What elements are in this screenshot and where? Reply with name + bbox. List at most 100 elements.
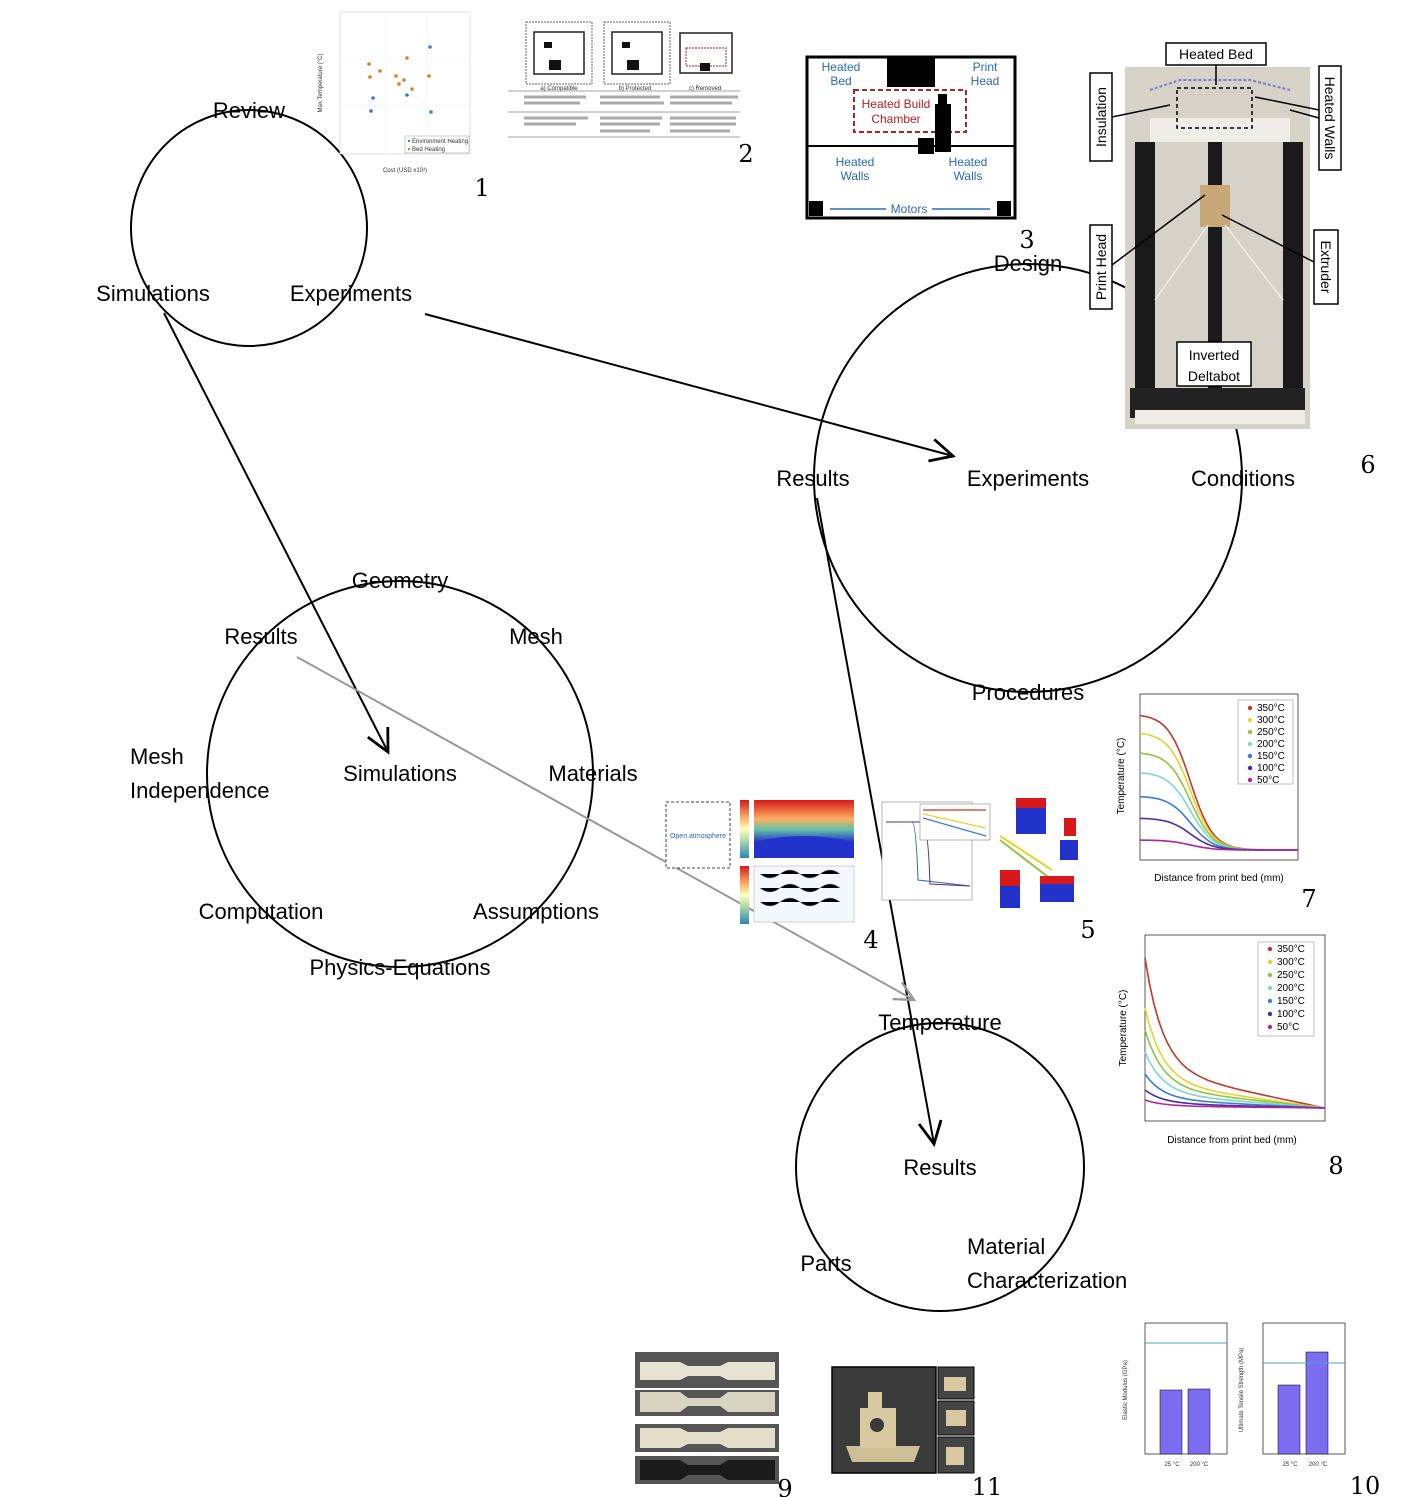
fig2-col-a: a) Compatible	[540, 86, 578, 92]
review-node: Review Simulations Experiments	[96, 98, 412, 347]
fig7-legend-marker-5	[1247, 765, 1253, 771]
fig8-curves-line-2	[1144, 1029, 1326, 1109]
fig8-legend-marker-6	[1267, 1024, 1273, 1030]
fig8-curves-line-0	[1144, 957, 1326, 1109]
figure-11-thumbnail	[831, 1366, 975, 1474]
fig8-legend-entry-2: 250°C	[1277, 970, 1305, 981]
figure-number-4: 4	[863, 926, 878, 954]
fig1-xlabel: Cost (USD x10³)	[383, 168, 427, 174]
fig3-motors-label: Motors	[891, 202, 928, 216]
fig8-legend-entry-3: 200°C	[1277, 983, 1305, 994]
figure-number-8: 8	[1328, 1152, 1343, 1180]
figure-2-thumbnail: a) Compatible b) Protected c) Removed	[508, 21, 740, 138]
fig7-xlabel: Distance from print bed (mm)	[1154, 873, 1283, 884]
fig3-print-head-label-2: Head	[971, 74, 1000, 88]
simulations-node: Geometry Results Mesh Mesh Independence …	[130, 568, 638, 980]
fig8-legend-marker-4	[1267, 998, 1273, 1004]
fig7-curves-line-6	[1139, 839, 1298, 851]
arrow-simulations-to-results	[296, 656, 914, 1000]
arrow-review-to-design	[424, 313, 953, 456]
fig3-chamber-label-2: Chamber	[871, 112, 920, 126]
review-title: Review	[213, 98, 285, 123]
fig7-series-group	[1139, 714, 1298, 851]
sim-computation-label: Computation	[199, 899, 324, 924]
fig3-walls-right-label-2: Walls	[954, 169, 983, 183]
fig8-legend-entry-1: 300°C	[1277, 957, 1305, 968]
fig8-legend-marker-2	[1267, 972, 1273, 978]
design-conditions-label: Conditions	[1191, 466, 1295, 491]
figure-number-1: 1	[474, 174, 489, 202]
fig8-xlabel: Distance from print bed (mm)	[1167, 1135, 1296, 1146]
sim-results-label: Results	[224, 624, 297, 649]
sim-mesh-independence-label-1: Mesh	[130, 744, 184, 769]
review-experiments-label: Experiments	[290, 281, 412, 306]
fig10-bar-1	[1187, 1388, 1211, 1455]
fig6-deltabot-label-2: Deltabot	[1188, 368, 1240, 384]
fig8-legend-entry-5: 100°C	[1277, 1009, 1305, 1020]
fig1-ylabel: Max Temperature (°C)	[318, 54, 324, 113]
fig8-legend-marker-3	[1267, 985, 1273, 991]
fig6-heated-bed-label: Heated Bed	[1179, 46, 1253, 62]
fig6-heated-walls-label: Heated Walls	[1322, 77, 1338, 160]
design-experiments-label: Experiments	[967, 466, 1089, 491]
res-material-label-2: Characterization	[967, 1268, 1127, 1293]
fig1-legend-bed: Bed Heating	[412, 147, 445, 153]
figure-4-thumbnail: Open atmosphere	[665, 800, 973, 924]
simulations-circle	[206, 580, 594, 968]
design-node: Design Results Experiments Conditions Pr…	[776, 251, 1295, 705]
fig7-legend-marker-3	[1247, 741, 1253, 747]
figure-10-chart: 25 °C 200 °C 25 °C 200 °C Elastic Modulu…	[1123, 1322, 1346, 1468]
fig10-ylabel-left: Elastic Modulus (GPa)	[1123, 1360, 1129, 1420]
fig10-cat-1-left: 25 °C	[1164, 1462, 1180, 1468]
fig10-cat-1-right: 25 °C	[1282, 1462, 1298, 1468]
fig8-legend-marker-0	[1267, 946, 1273, 952]
figure-number-10: 10	[1350, 1472, 1381, 1497]
fig8-curves-line-3	[1144, 1051, 1326, 1109]
fig7-legend-entry-0: 350°C	[1257, 703, 1285, 714]
res-parts-label: Parts	[800, 1251, 851, 1276]
figure-number-6: 6	[1360, 451, 1375, 479]
sim-mesh-independence-label-2: Independence	[130, 778, 269, 803]
figure-1-thumbnail: Environment Heating Bed Heating Cost (US…	[318, 11, 471, 174]
sim-assumptions-label: Assumptions	[473, 899, 599, 924]
fig3-walls-left-label-1: Heated	[836, 155, 875, 169]
results-node: Temperature Results Parts Material Chara…	[795, 1010, 1127, 1312]
fig8-legend-entry-6: 50°C	[1277, 1022, 1299, 1033]
fig7-legend-entry-2: 250°C	[1257, 727, 1285, 738]
fig6-deltabot-label-1: Inverted	[1189, 347, 1240, 363]
fig8-series-group	[1144, 957, 1326, 1109]
figure-3-thumbnail: Heated Build Chamber Heated Bed Print He…	[805, 55, 1017, 220]
fig6-insulation-label: Insulation	[1093, 87, 1109, 147]
fig2-col-c: c) Removed	[689, 86, 721, 92]
results-circle	[795, 1022, 1085, 1312]
sim-materials-label: Materials	[548, 761, 637, 786]
fig7-legend-entry-1: 300°C	[1257, 715, 1285, 726]
sim-center-label: Simulations	[343, 761, 457, 786]
figure-number-5: 5	[1080, 916, 1095, 944]
review-simulations-label: Simulations	[96, 281, 210, 306]
fig3-chamber-label-1: Heated Build	[862, 97, 931, 111]
figure-9-thumbnail	[635, 1352, 779, 1484]
figure-number-9: 9	[777, 1475, 792, 1497]
fig1-legend-env: Environment Heating	[412, 139, 468, 145]
design-title: Design	[994, 251, 1062, 276]
sim-mesh-label: Mesh	[509, 624, 563, 649]
fig10-cat-2-right: 200 °C	[1309, 1462, 1328, 1468]
fig7-legend-marker-2	[1247, 729, 1253, 735]
fig8-legend-entry-0: 350°C	[1277, 944, 1305, 955]
fig7-legend-entry-3: 200°C	[1257, 739, 1285, 750]
fig8-legend-marker-5	[1267, 1011, 1273, 1017]
fig2-col-b: b) Protected	[619, 86, 652, 92]
figure-number-7: 7	[1301, 885, 1316, 913]
fig10-cat-2-left: 200 °C	[1190, 1462, 1209, 1468]
fig3-walls-left-label-2: Walls	[841, 169, 870, 183]
fig8-ylabel: Temperature (°C)	[1118, 990, 1129, 1067]
fig3-walls-right-label-1: Heated	[949, 155, 988, 169]
fig3-heated-bed-label-2: Bed	[830, 74, 851, 88]
fig6-extruder-label: Extruder	[1318, 241, 1334, 294]
fig7-legend-entry-5: 100°C	[1257, 763, 1285, 774]
fig7-ylabel: Temperature (°C)	[1116, 738, 1127, 815]
